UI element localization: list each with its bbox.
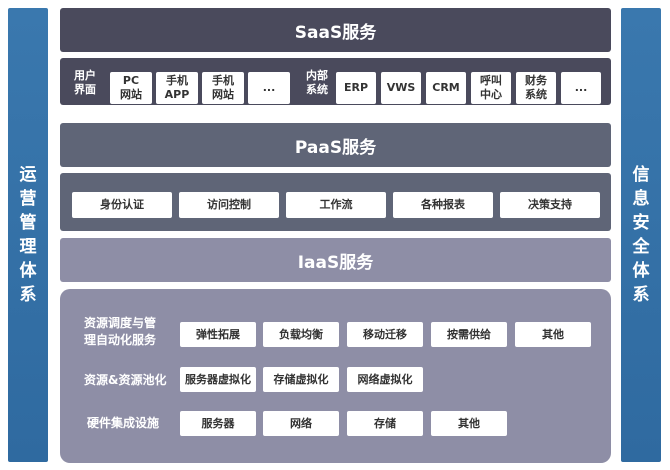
iaas-scheduling-item-elastic-scaling: 弹性拓展 [180,322,256,347]
saas-user-item-mobile-site: 手机 网站 [202,72,244,104]
iaas-row-label-scheduling: 资源调度与管 理自动化服务 [84,316,157,347]
operations-management-label: 运营管理体系 [19,165,37,305]
operations-management-sidebar: 运营管理体系 [8,8,48,462]
paas-item-workflow: 工作流 [286,192,386,218]
information-security-label: 信息安全体系 [632,165,650,305]
paas-item-reports: 各种报表 [393,192,493,218]
information-security-sidebar: 信息安全体系 [621,8,661,462]
saas-internal-item-erp: ERP [336,72,376,104]
paas-band: PaaS服务 [60,123,611,167]
iaas-scheduling-item-on-demand: 按需供给 [431,322,507,347]
saas-user-item-more: ... [248,72,290,104]
saas-user-item-mobile-app: 手机 APP [156,72,198,104]
iaas-pooling-item-storage-virtualization: 存储虚拟化 [263,367,339,392]
iaas-scheduling-item-other: 其他 [515,322,591,347]
saas-band: SaaS服务 [60,8,611,52]
iaas-hardware-item-network: 网络 [263,411,339,436]
saas-internal-item-call-center: 呼叫 中心 [471,72,511,104]
iaas-title: IaaS服务 [297,252,374,273]
iaas-pooling-item-network-virtualization: 网络虚拟化 [347,367,423,392]
saas-internal-item-crm: CRM [426,72,466,104]
saas-internal-item-more: ... [561,72,601,104]
paas-title: PaaS服务 [294,137,377,158]
paas-item-decision-support: 决策支持 [500,192,600,218]
paas-item-identity-auth: 身份认证 [72,192,172,218]
iaas-row-label-pooling: 资源&资源池化 [84,373,167,387]
internal-system-group-label: 内部 系统 [306,69,328,96]
iaas-hardware-item-storage: 存储 [347,411,423,436]
saas-internal-item-finance: 财务 系统 [516,72,556,104]
saas-internal-item-vws: VWS [381,72,421,104]
saas-user-item-pc-site: PC 网站 [110,72,152,104]
user-interface-group-label: 用户 界面 [74,69,96,96]
iaas-hardware-item-server: 服务器 [180,411,256,436]
iaas-pooling-item-server-virtualization: 服务器虚拟化 [180,367,256,392]
iaas-scheduling-item-load-balancing: 负载均衡 [263,322,339,347]
iaas-row-label-hardware: 硬件集成设施 [87,416,160,430]
paas-item-access-control: 访问控制 [179,192,279,218]
iaas-scheduling-item-migration: 移动迁移 [347,322,423,347]
iaas-hardware-item-other: 其他 [431,411,507,436]
iaas-band: IaaS服务 [60,238,611,282]
saas-title: SaaS服务 [294,22,377,43]
